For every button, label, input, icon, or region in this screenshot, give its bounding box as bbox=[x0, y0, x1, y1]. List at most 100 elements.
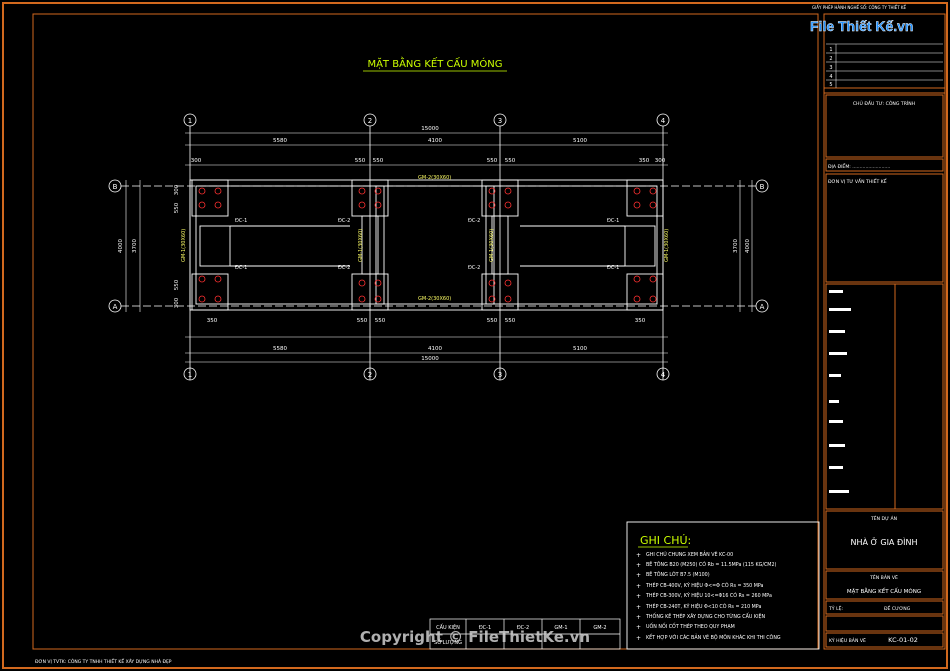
footing-label: ĐC-2 bbox=[468, 265, 480, 271]
dim-span-2-top: 4100 bbox=[428, 138, 442, 144]
scale-value: ĐỀ CƯƠNG bbox=[884, 604, 911, 612]
dim-depth-inner-left: 3700 bbox=[132, 239, 138, 253]
note-item: GHI CHÚ CHUNG XEM BẢN VẼ KC-00 bbox=[646, 550, 733, 558]
beam-label-top: GM-2(30X60) bbox=[418, 175, 451, 181]
investor-label: CHỦ ĐẦU TƯ: CÔNG TRÌNH bbox=[853, 99, 915, 107]
title-block bbox=[823, 13, 946, 650]
axis-label-2-bottom: 2 bbox=[368, 371, 372, 379]
dim-total-top: 15000 bbox=[421, 126, 439, 132]
axis-label-a-left: A bbox=[113, 303, 118, 311]
footing-label: ĐC-2 bbox=[338, 265, 350, 271]
scale-label: TỶ LỆ: bbox=[828, 604, 844, 612]
axis-label-b-left: B bbox=[113, 183, 118, 191]
dim-inner-5: 550 bbox=[505, 158, 516, 164]
dimension-lines-top bbox=[185, 132, 668, 363]
notes-box bbox=[626, 521, 820, 650]
axis-label-1-bottom: 1 bbox=[188, 371, 192, 379]
axis-label-4-top: 4 bbox=[661, 117, 666, 125]
note-item: THỐNG KÊ THÉP XÂY DỰNG CHO TỪNG CẤU KIỆN bbox=[645, 612, 766, 620]
axis-label-3-bottom: 3 bbox=[498, 371, 502, 379]
axis-label-a-right: A bbox=[760, 303, 765, 311]
logo-top-line: GIẤY PHÉP HÀNH NGHỀ SỐ: CÔNG TY THIẾT KẾ bbox=[812, 5, 907, 10]
note-item: UỐN NỐI CỐT THÉP THEO QUY PHẠM bbox=[646, 622, 735, 630]
project-name: NHÀ Ở GIA ĐÌNH bbox=[851, 536, 918, 547]
copyright-watermark: Copyright © FileThietKe.vn bbox=[360, 628, 590, 646]
signature-strips bbox=[829, 290, 851, 493]
pile-markers bbox=[198, 187, 657, 303]
dim-span-2-bottom: 4100 bbox=[428, 346, 442, 352]
note-bullets: +++ +++ +++ bbox=[636, 552, 641, 642]
legend-header: GM-1 bbox=[554, 625, 567, 631]
dim-span-1-bottom: 5580 bbox=[273, 346, 287, 352]
dim-bottom-4: 550 bbox=[487, 318, 498, 324]
dim-inner-7: 300 bbox=[655, 158, 666, 164]
axis-label-b-right: B bbox=[760, 183, 765, 191]
drawing-title: MẶT BẰNG KẾT CẤU MÓNG bbox=[367, 56, 502, 70]
dimension-lines-side bbox=[125, 180, 753, 312]
footing-label: ĐC-1 bbox=[607, 218, 619, 224]
beam-label-mid-right: GM-1(30X60) bbox=[489, 229, 495, 262]
dim-depth-total-right: 4000 bbox=[745, 239, 751, 253]
note-item: KẾT HỢP VỚI CÁC BẢN VẼ BỘ MÔN KHÁC KHI T… bbox=[646, 633, 781, 641]
notes-list: GHI CHÚ CHUNG XEM BẢN VẼ KC-00 BÊ TÔNG B… bbox=[645, 550, 781, 641]
beam-label-bottom: GM-2(30X60) bbox=[418, 296, 451, 302]
axis-label-2-top: 2 bbox=[368, 117, 372, 125]
footing-pad bbox=[626, 273, 664, 311]
dim-inner-4: 550 bbox=[487, 158, 498, 164]
axis-labels: 1 2 3 4 1 2 3 4 bbox=[188, 117, 666, 379]
address-label: ĐỊA ĐIỂM: .......................... bbox=[828, 162, 890, 170]
dim-depth-total-left: 4000 bbox=[118, 239, 124, 253]
footing-label: ĐC-2 bbox=[468, 218, 480, 224]
dim-inner-6: 350 bbox=[639, 158, 650, 164]
dim-inner-3: 550 bbox=[373, 158, 384, 164]
rev-row-number: 4 bbox=[829, 74, 832, 80]
dim-total-bottom: 15000 bbox=[421, 356, 439, 362]
footing-pad bbox=[191, 179, 229, 217]
note-item: THÉP CB-300V, KÝ HIỆU 10<=Φ16 CÓ Rs = 26… bbox=[645, 591, 772, 599]
sheet-name: MẶT BẰNG KẾT CẤU MÓNG bbox=[847, 587, 921, 595]
svg-text:+: + bbox=[636, 593, 641, 600]
beam-label-mid-left: GM-1(30X60) bbox=[358, 229, 364, 262]
dim-bottom-6: 350 bbox=[635, 318, 646, 324]
svg-text:+: + bbox=[636, 604, 641, 611]
svg-text:+: + bbox=[636, 635, 641, 642]
legend-header: CẤU KIỆN bbox=[436, 623, 460, 631]
legend-row-label: SỐ LƯỢNG bbox=[434, 638, 462, 646]
dim-span-1-top: 5580 bbox=[273, 138, 287, 144]
footing-label: ĐC-2 bbox=[338, 218, 350, 224]
dim-bottom-5: 550 bbox=[505, 318, 516, 324]
notes-heading: GHI CHÚ: bbox=[640, 534, 691, 547]
footer-company: ĐƠN VỊ TVTK: CÔNG TY TNHH THIẾT KẾ XÂY D… bbox=[35, 657, 172, 665]
dim-span-3-top: 5100 bbox=[573, 138, 587, 144]
dim-bottom-3: 550 bbox=[375, 318, 386, 324]
dim-span-3-bottom: 5100 bbox=[573, 346, 587, 352]
footing-label: ĐC-1 bbox=[607, 265, 619, 271]
dim-side-4: 300 bbox=[174, 297, 180, 308]
inner-frame bbox=[32, 13, 819, 650]
beam-label-right: GM-1(30X60) bbox=[664, 229, 670, 262]
beam-label-left: GM-1(30X60) bbox=[181, 229, 187, 262]
svg-text:+: + bbox=[636, 624, 641, 631]
dim-inner-1: 300 bbox=[191, 158, 202, 164]
rev-row-number: 5 bbox=[829, 82, 832, 88]
axis-label-1-top: 1 bbox=[188, 117, 192, 125]
note-item: THÉP CB-240T, KÝ HIỆU Φ<10 CÓ Rs = 210 M… bbox=[645, 602, 761, 610]
design-unit-label: ĐƠN VỊ TƯ VẤN THIẾT KẾ bbox=[828, 177, 887, 185]
site-logo[interactable]: GIẤY PHÉP HÀNH NGHỀ SỐ: CÔNG TY THIẾT KẾ… bbox=[810, 5, 922, 40]
note-item: THÉP CB-400V, KÝ HIỆU Φ<=Φ CÓ Rs = 350 M… bbox=[645, 581, 764, 589]
svg-text:+: + bbox=[636, 572, 641, 579]
dim-inner-2: 550 bbox=[355, 158, 366, 164]
logo-text: File Thiết Kế.vn bbox=[810, 18, 914, 34]
footing-label: ĐC-1 bbox=[235, 218, 247, 224]
sheet-no-label: KÝ HIỆU BẢN VẼ bbox=[829, 636, 866, 644]
legend-header: GM-2 bbox=[593, 625, 606, 631]
svg-text:+: + bbox=[636, 552, 641, 559]
dim-bottom-1: 350 bbox=[207, 318, 218, 324]
rev-row-number: 2 bbox=[829, 56, 832, 62]
dim-side-3: 550 bbox=[174, 279, 180, 290]
dim-depth-inner-right: 3700 bbox=[733, 239, 739, 253]
svg-text:+: + bbox=[636, 562, 641, 569]
rev-row-number: 1 bbox=[829, 47, 832, 53]
